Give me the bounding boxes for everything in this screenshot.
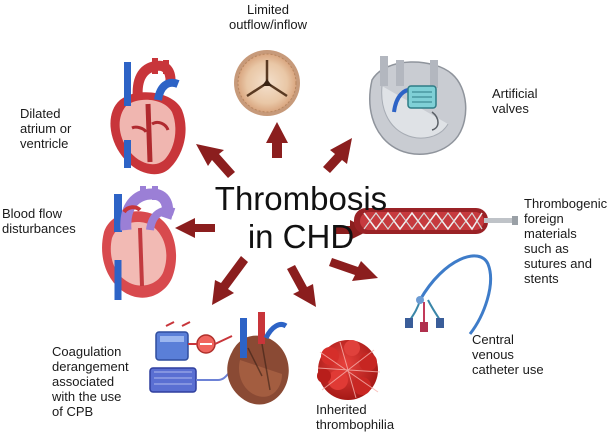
label-dilated-atrium-ventricle: Dilated atrium or ventricle (20, 106, 71, 151)
cpb-illustration (149, 312, 289, 405)
dilated-heart-illustration (110, 58, 186, 175)
label-line: stents (524, 271, 559, 286)
label-line: disturbances (2, 221, 76, 236)
label-line: associated (52, 374, 115, 389)
arrow-to-artificial-valves (323, 138, 352, 173)
arrow-to-valve-outflow (266, 122, 288, 158)
label-line: Blood flow (2, 206, 62, 221)
label-line: Dilated (20, 106, 61, 121)
arrow-to-blood-flow (175, 218, 215, 238)
label-line: atrium or (20, 121, 72, 136)
label-thrombogenic-foreign-materials: Thrombogenic foreign materials such as s… (524, 196, 607, 286)
label-artificial-valves: Artificial valves (492, 86, 538, 116)
arrow-to-cpb (212, 256, 248, 305)
stent-illustration (354, 208, 518, 234)
label-central-venous-catheter: Central venous catheter use (472, 332, 544, 377)
clot-illustration (317, 340, 381, 400)
arrow-to-stent (334, 220, 370, 240)
catheter-illustration (405, 254, 493, 335)
label-line: Thrombogenic (524, 196, 608, 211)
center-title: Thrombosis in CHD (196, 180, 406, 256)
arrows (175, 122, 378, 307)
label-line: Inherited (316, 402, 367, 417)
label-line: Limited (247, 2, 289, 17)
label-line: with the use (52, 389, 122, 404)
label-line: outflow/inflow (228, 17, 308, 32)
label-line: sutures and (524, 256, 592, 271)
center-title-line-1: Thrombosis (214, 180, 388, 217)
label-limited-outflow-inflow: Limited outflow/inflow (218, 2, 318, 32)
valve-illustration (234, 50, 300, 116)
label-line: Coagulation (52, 344, 122, 359)
label-inherited-thrombophilia: Inherited thrombophilia (316, 402, 394, 432)
label-line: materials (524, 226, 577, 241)
label-line: Artificial (492, 86, 538, 101)
label-blood-flow-disturbances: Blood flow disturbances (2, 206, 76, 236)
label-line: catheter use (472, 362, 544, 377)
arrow-to-dilated-heart (196, 144, 235, 178)
label-line: valves (492, 101, 529, 116)
label-line: Central (472, 332, 514, 347)
label-line: such as (524, 241, 569, 256)
blood-flow-heart-illustration (102, 186, 177, 300)
label-line: of CPB (52, 404, 94, 419)
label-line: thrombophilia (316, 417, 395, 432)
arrow-to-thrombophilia (287, 265, 316, 307)
label-line: venous (472, 347, 514, 362)
label-line: ventricle (20, 136, 69, 151)
label-coagulation-derangement-cpb: Coagulation derangement associated with … (52, 344, 129, 419)
label-line: derangement (52, 359, 129, 374)
artificial-valve-heart-illustration (369, 56, 467, 156)
label-line: foreign (524, 211, 564, 226)
arrow-to-catheter (329, 258, 378, 281)
center-title-line-2: in CHD (247, 218, 355, 255)
